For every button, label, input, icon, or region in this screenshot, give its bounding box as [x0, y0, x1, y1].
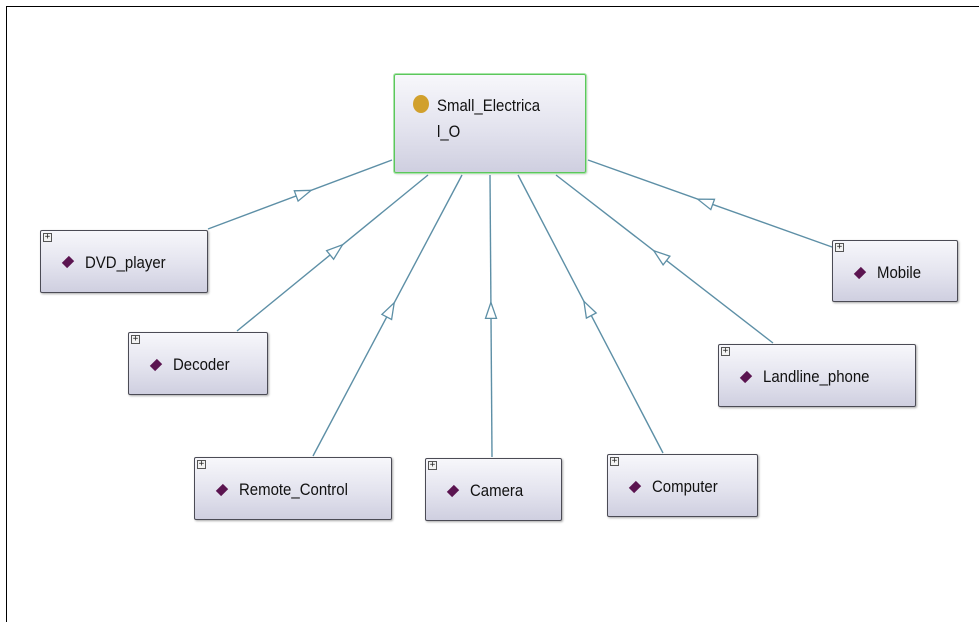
subclass-node-camera[interactable]: + Camera — [425, 458, 562, 521]
subclass-node-decoder[interactable]: + Decoder — [128, 332, 268, 395]
diamond-icon — [628, 480, 642, 494]
diamond-icon — [739, 370, 753, 384]
subclass-label: Remote_Control — [239, 480, 348, 499]
subclass-edge-mobile — [587, 159, 833, 248]
subclass-arrowhead-icon — [325, 243, 345, 261]
root-class-label: Small_Electrica l_O — [437, 93, 540, 145]
subclass-edge-remote — [312, 174, 463, 457]
expand-toggle-icon[interactable]: + — [43, 232, 52, 242]
subclass-label: Mobile — [877, 263, 922, 282]
expand-toggle-icon[interactable]: + — [197, 459, 206, 469]
subclass-node-remote-control[interactable]: + Remote_Control — [194, 457, 392, 520]
diamond-icon — [215, 483, 229, 497]
root-class-label-line1: Small_Electrica — [437, 96, 541, 115]
subclass-edge-camera — [484, 174, 498, 458]
subclass-edge-decoder — [236, 174, 429, 332]
diamond-icon — [446, 484, 460, 498]
subclass-node-landline-phone[interactable]: + Landline_phone — [718, 344, 916, 407]
subclass-arrowhead-icon — [380, 301, 396, 321]
subclass-edge-landline — [555, 174, 774, 344]
subclass-arrowhead-icon — [293, 189, 314, 203]
subclass-label: Camera — [470, 481, 524, 500]
canvas-border-left — [6, 6, 7, 622]
diamond-icon — [149, 358, 163, 372]
root-class-node[interactable]: Small_Electrica l_O — [394, 74, 586, 173]
expand-toggle-icon[interactable]: + — [610, 456, 619, 466]
subclass-node-dvd-player[interactable]: + DVD_player — [40, 230, 208, 293]
expand-toggle-icon[interactable]: + — [131, 334, 140, 344]
canvas-border-top — [6, 6, 979, 7]
subclass-edge-dvd — [207, 159, 393, 230]
root-class-label-line2: l_O — [437, 122, 461, 141]
subclass-edge-computer — [517, 174, 664, 454]
subclass-node-mobile[interactable]: + Mobile — [832, 240, 958, 302]
subclass-arrowhead-icon — [695, 198, 716, 211]
subclass-node-computer[interactable]: + Computer — [607, 454, 758, 517]
subclass-label: DVD_player — [85, 253, 166, 272]
diamond-icon — [61, 255, 75, 269]
diamond-icon — [853, 266, 867, 280]
subclass-arrowhead-icon — [582, 299, 598, 320]
subclass-arrowhead-icon — [484, 300, 498, 320]
expand-toggle-icon[interactable]: + — [835, 242, 844, 252]
expand-toggle-icon[interactable]: + — [428, 460, 437, 470]
subclass-arrowhead-icon — [652, 249, 671, 267]
subclass-label: Computer — [652, 477, 718, 496]
subclass-label: Decoder — [173, 355, 230, 374]
expand-toggle-icon[interactable]: + — [721, 346, 730, 356]
class-circle-icon — [413, 95, 429, 113]
subclass-label: Landline_phone — [763, 367, 870, 386]
